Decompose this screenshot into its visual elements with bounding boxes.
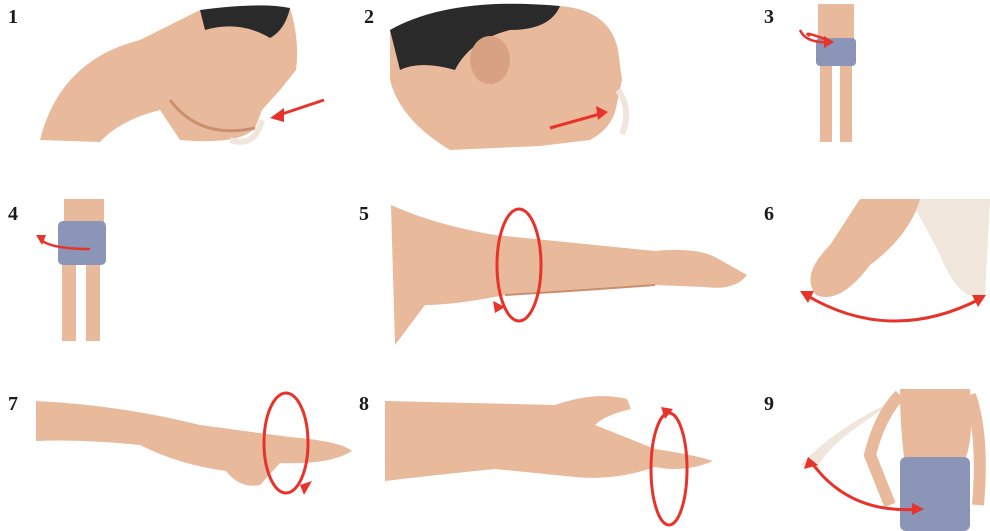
forearm-illustration <box>355 385 735 531</box>
head-profile-illustration <box>0 0 330 160</box>
foot-illustration <box>760 195 990 350</box>
panel-4: 4 <box>0 195 140 350</box>
panel-1: 1 <box>0 0 330 160</box>
head-profile-illustration <box>360 0 660 160</box>
standing-figure-illustration <box>760 0 880 160</box>
forearm-illustration <box>0 385 360 531</box>
panel-5: 5 <box>355 195 755 350</box>
standing-figure-illustration <box>0 195 140 350</box>
arm-illustration <box>355 195 755 350</box>
panel-6: 6 <box>760 195 990 350</box>
torso-illustration <box>760 385 990 531</box>
panel-3: 3 <box>760 0 880 160</box>
panel-9: 9 <box>760 385 990 531</box>
panel-2: 2 <box>360 0 660 160</box>
panel-7: 7 <box>0 385 360 531</box>
panel-8: 8 <box>355 385 735 531</box>
